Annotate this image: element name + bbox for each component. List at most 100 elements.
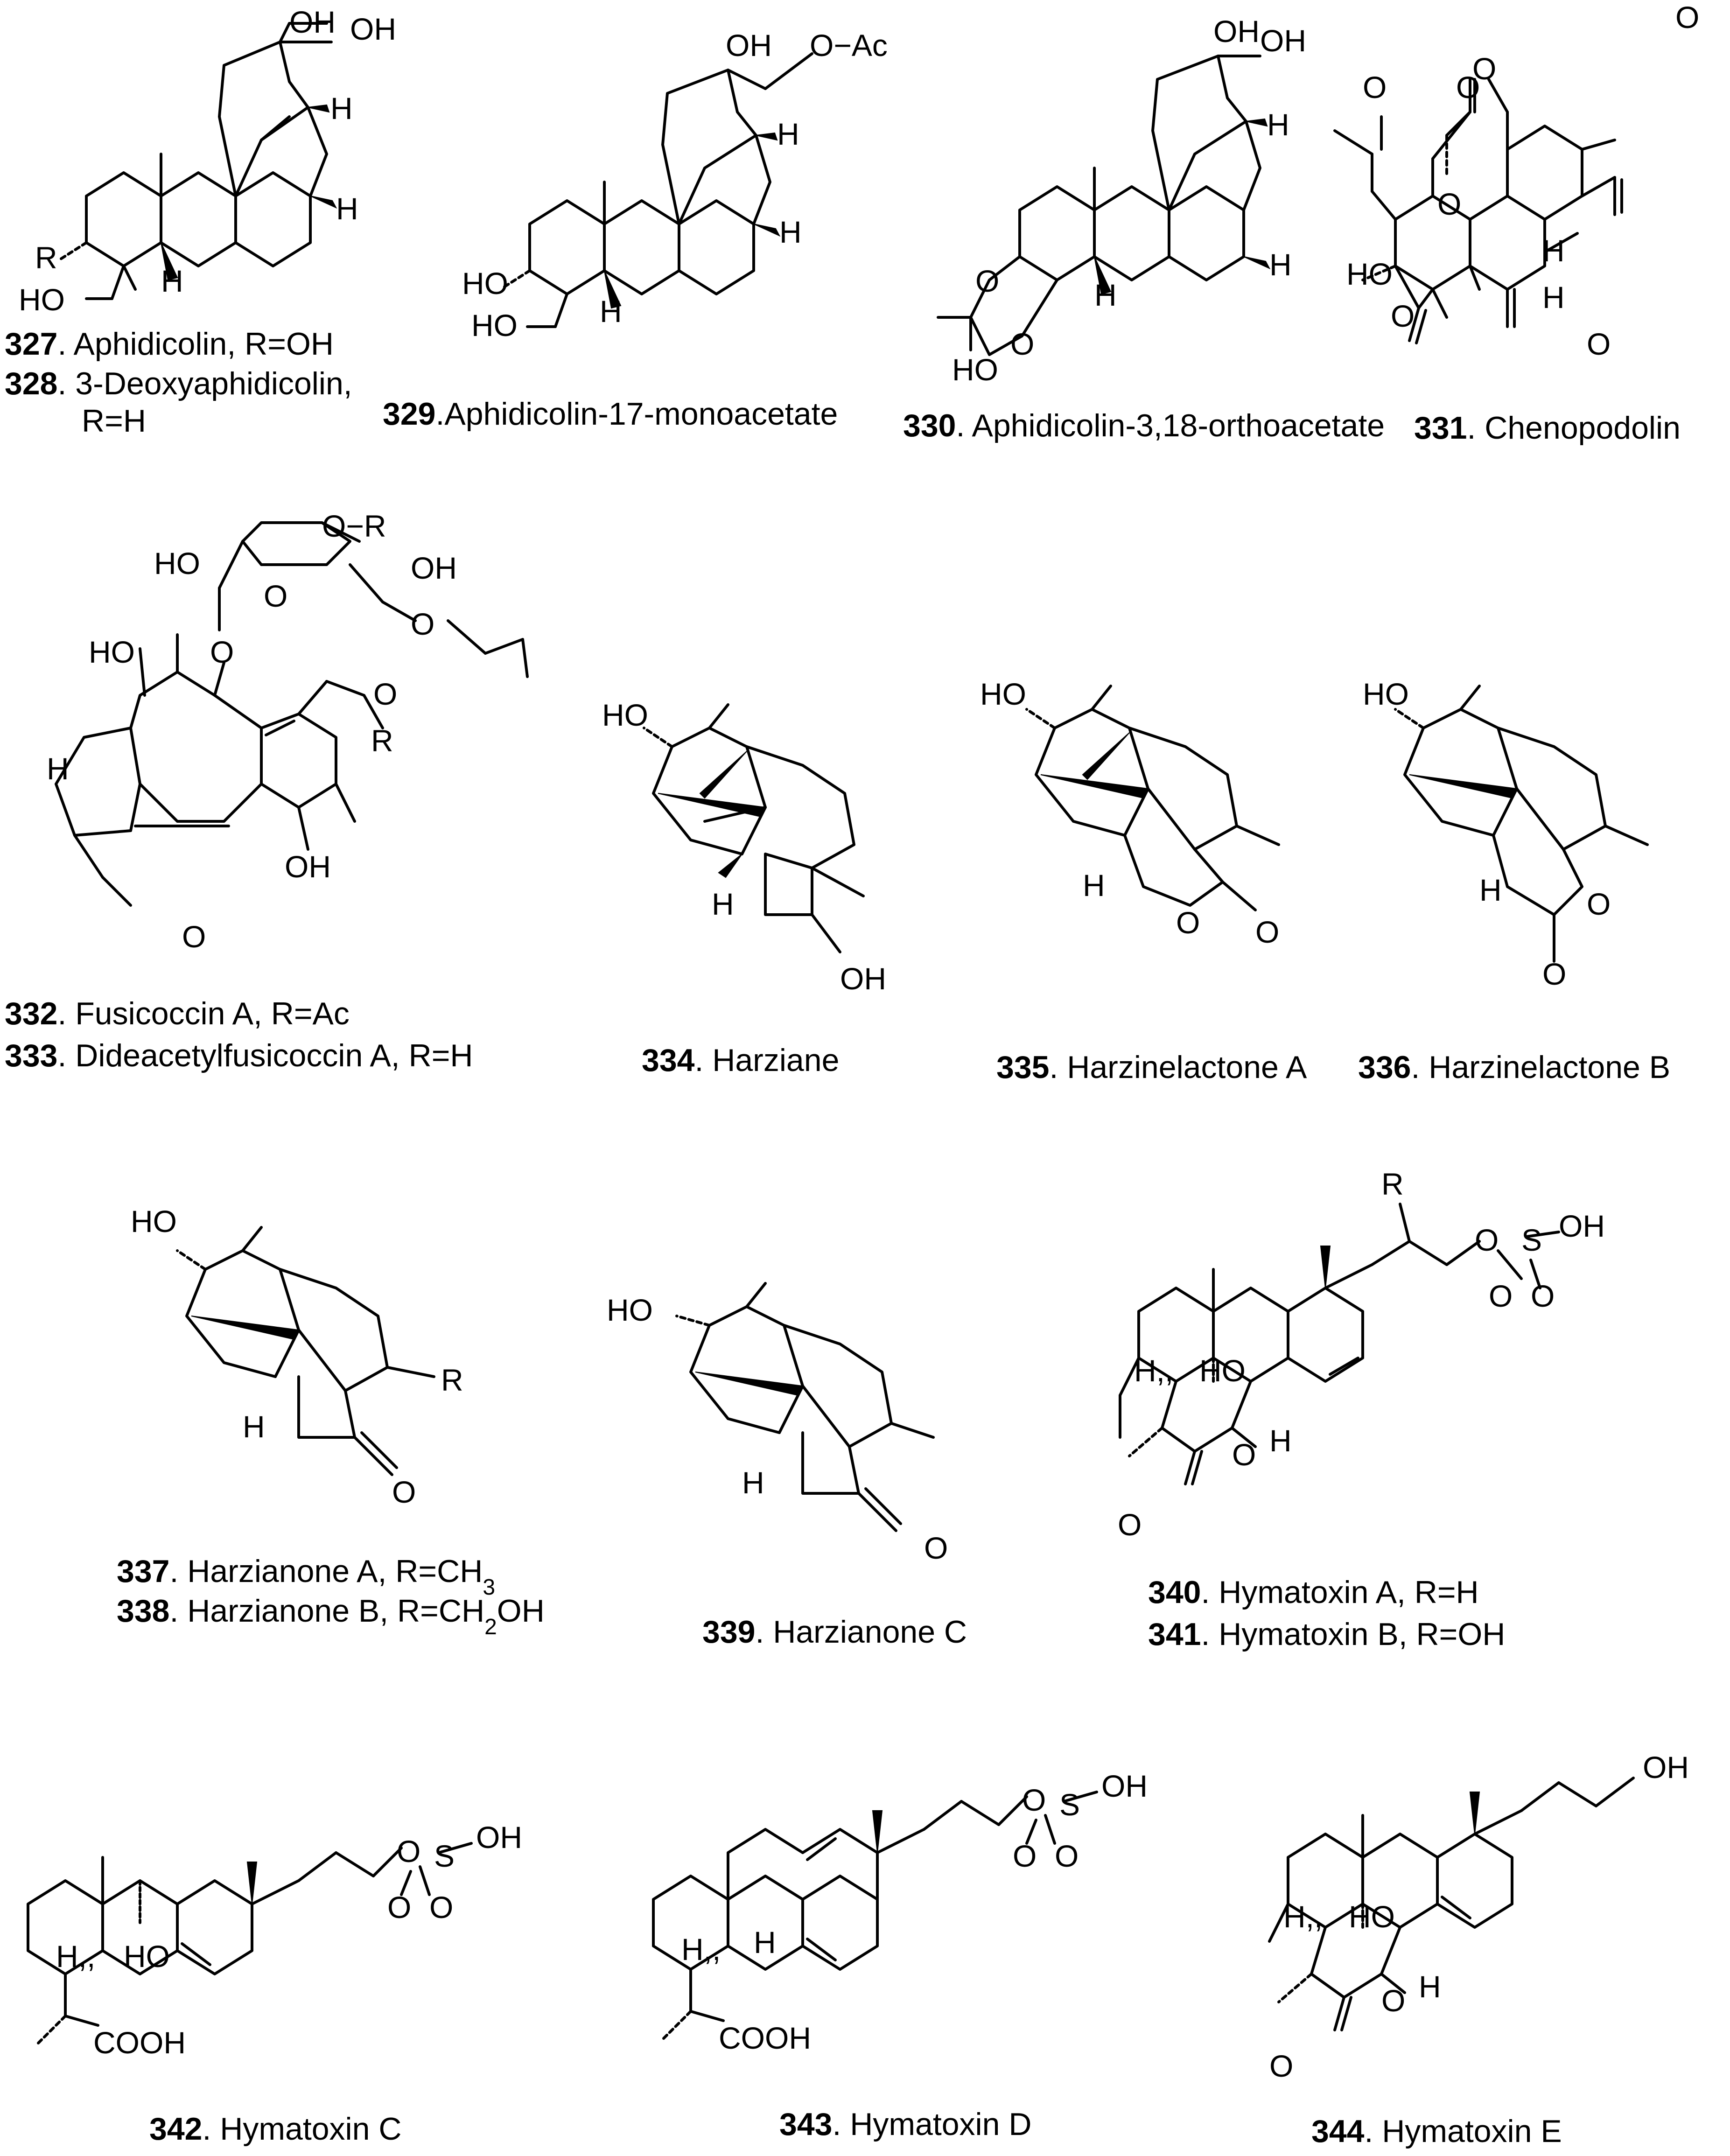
atom-oh: OH [1559,1209,1605,1243]
label-332: 332. Fusicoccin A, R=Ac [5,996,350,1031]
atom-o: O [1232,1437,1256,1472]
atom-o: O [373,677,397,711]
atom-o: O [1391,299,1415,333]
compound-name: . Harzianone A, R=CH [169,1554,483,1589]
atom-ho: HO [607,1293,653,1327]
structure-harzinelactone-a: HO H O O [980,677,1280,949]
atom-oh: OH [1643,1750,1689,1785]
atom-o: O [397,1834,420,1869]
atom-o: O [264,579,287,613]
atom-h: H [1083,868,1105,903]
structure-harziane: HO H OH [602,698,886,996]
structure-fusicoccin: HO OH O−R O O O HO O R H OH O [47,509,529,954]
atom-oh: OH [285,849,331,884]
atom-o: O [182,919,206,954]
atom-s: S [1059,1787,1080,1822]
atom-oh: OH [1101,1769,1148,1803]
atom-o: O [1456,70,1480,105]
structure-aphidicolin: OH OH H H H R HO [19,5,396,317]
compound-name: . 3-Deoxyaphidicolin, [57,366,352,401]
atom-oh: OH [840,961,886,996]
compound-name: . Aphidicolin-3,18-orthoacetate [956,408,1385,443]
atom-ho: HO [980,677,1026,711]
compound-number: 333 [5,1038,57,1073]
label-335: 335. Harzinelactone A [996,1050,1307,1085]
label-330: 330. Aphidicolin-3,18-orthoacetate [903,408,1385,443]
atom-ho: HO [89,635,135,669]
atom-oh: OH [726,28,772,63]
atom-o: O [1381,1983,1405,2018]
atom-o: O [1363,70,1387,105]
atom-ho: HO [1199,1353,1246,1388]
compound-name: . Fusicoccin A, R=Ac [57,996,349,1031]
atom-h: H [336,191,358,226]
label-338: 338. Harzianone B, R=CH2OH [117,1593,545,1639]
compound-number: 336 [1358,1050,1411,1085]
label-339: 339. Harzianone C [702,1614,967,1650]
compound-name: . Hymatoxin E [1364,2114,1562,2149]
atom-h: H [754,1925,776,1960]
atom-o: O [1010,327,1034,361]
atom-o: O [1255,915,1279,949]
structure-hymatoxin-d: O S OH O O H,, H COOH [652,1769,1148,2055]
label-337: 337. Harzianone A, R=CH3 [117,1554,495,1600]
compound-number: 344 [1311,2114,1365,2149]
compound-number: 338 [117,1593,169,1629]
label-344: 344. Hymatoxin E [1311,2114,1562,2149]
atom-r: R [35,240,57,275]
atom-o: O [392,1475,416,1509]
atom-h: H [243,1409,265,1444]
atom-oh: OH [411,551,457,585]
structure-hymatoxin-e: OH H,, HO O H O [1268,1750,1689,2083]
compound-name: . Harzinelactone B [1411,1050,1670,1085]
structure-harzinelactone-b: HO H O O [1363,677,1649,991]
atom-h: H [1267,107,1289,142]
label-329: 329.Aphidicolin-17-monoacetate [383,396,838,432]
compound-name: . Hymatoxin D [832,2107,1031,2142]
atom-h: H [47,751,69,786]
atom-ho: HO [131,1204,177,1239]
atom-h: H [1269,1423,1292,1458]
compound-number: 334 [642,1043,695,1078]
atom-s: S [1521,1223,1542,1257]
atom-o: O [387,1890,411,1925]
atom-cooh: COOH [93,2025,186,2060]
atom-o: O [1587,887,1611,921]
label-331: 331. Chenopodolin [1414,410,1681,446]
structure-hymatoxin-c: O S OH O O H,, HO COOH [27,1820,522,2060]
atom-oh-2: OH [350,12,396,46]
atom-s: S [434,1839,455,1873]
atom-oh: OH [1213,14,1260,49]
label-333: 333. Dideacetylfusicoccin A, R=H [5,1038,473,1073]
compound-number: 337 [117,1554,169,1589]
atom-ho: HO [1346,257,1393,291]
atom-oh: OH [1260,23,1306,58]
compound-number: 335 [996,1050,1049,1085]
atom-o: O [1013,1839,1037,1873]
compound-name: .Aphidicolin-17-monoacetate [435,396,838,432]
atom-h: H [600,294,622,329]
structure-hymatoxin-ab: R O S OH O O H,, HO O H O [1118,1167,1605,1542]
atom-h: H [742,1465,764,1500]
atom-o: O [1269,2049,1293,2083]
compound-name: . Harzinelactone A [1049,1050,1307,1085]
structure-aphidicolin-orthoacetate: OH OH H H H O O HO [937,14,1306,387]
atom-o-r: O−R [322,509,386,543]
compound-number: 330 [903,408,956,443]
atom-o: O [1472,51,1496,86]
atom-ho: HO [19,282,65,317]
label-341: 341. Hymatoxin B, R=OH [1148,1617,1505,1652]
atom-h: H [161,264,183,298]
atom-h: H [1542,233,1565,268]
atom-cooh: COOH [719,2021,811,2055]
label-336: 336. Harzinelactone B [1358,1050,1670,1085]
atom-o-ac: O−Ac [810,28,888,63]
label-334: 334. Harziane [642,1043,839,1078]
label-342: 342. Hymatoxin C [149,2111,401,2147]
compound-number: 343 [779,2107,832,2142]
atom-o: O [411,607,434,641]
atom-o: O [1675,0,1699,35]
atom-o: O [1489,1279,1513,1313]
atom-o: O [1475,1223,1499,1257]
